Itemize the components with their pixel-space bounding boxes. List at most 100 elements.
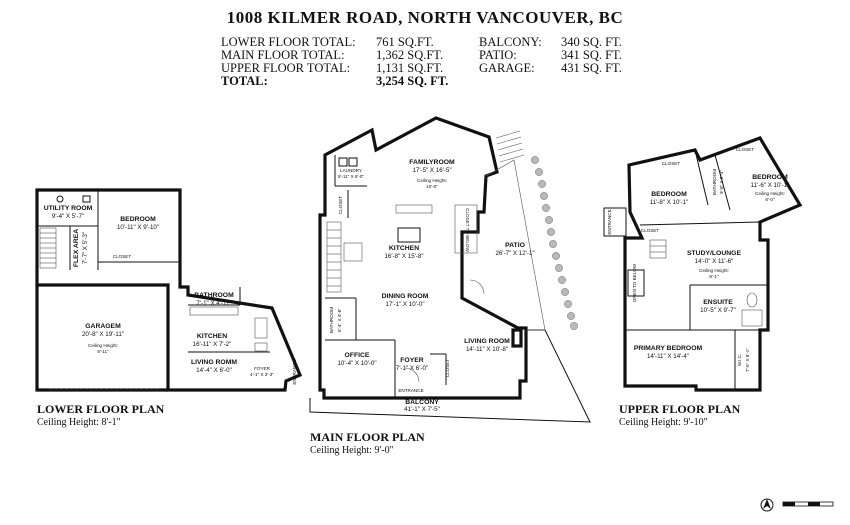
door-swing: [469, 279, 485, 295]
open-to-below-area: [627, 269, 645, 297]
main-closet-label: CLOSET: [338, 196, 343, 215]
totals-label: UPPER FLOOR TOTAL:: [221, 61, 351, 75]
totals-label: BALCONY:: [479, 35, 542, 49]
flex-area-label: FLEX AREA: [73, 229, 80, 267]
living-room-dim: 14'-11" X 10'-8": [466, 346, 508, 353]
kitchen-counter: [395, 204, 433, 214]
main-outer-wall: [318, 116, 528, 400]
garage-wall: [35, 285, 168, 392]
bedroom-dim: 10'-11" X 9'-10": [117, 224, 159, 231]
dining-room-dim: 17'-1" X 10'-0": [385, 301, 424, 308]
primary-bedroom-dim: 14'-11" X 14'-4": [647, 353, 689, 360]
property-title: 1008 KILMER ROAD, NORTH VANCOUVER, BC: [226, 8, 624, 27]
primary-bedroom-label: PRIMARY BEDROOM: [634, 345, 703, 352]
totals-value: 1,362 SQ.FT.: [376, 48, 444, 62]
lower-floor-ceiling: Ceiling Height: 8'-1": [37, 417, 121, 428]
flex-area-dim: 7'-7" X 5'-3": [82, 232, 89, 264]
familyroom-ceiling-value: 10'-0": [426, 184, 438, 189]
partition-wall: [694, 149, 709, 206]
totals-value: 431 SQ. FT.: [561, 61, 622, 75]
upper-floor-plan: CLOSET CLOSET CLOSET BEDROOM 11'-8" X 10…: [603, 136, 803, 428]
balcony-outline: [309, 329, 591, 423]
patio-dim: 26'-7" X 12'-1": [495, 250, 534, 257]
familyroom-dim: 17'-5" X 16'-5": [412, 167, 451, 174]
totals-label: GARAGE:: [479, 61, 535, 75]
upper-bathroom-dim: 9'-8" X 5'-3": [719, 170, 724, 194]
water-heater-icon: [56, 195, 64, 203]
patio-steps: [495, 130, 525, 163]
bedroom-label: BEDROOM: [752, 174, 788, 181]
foyer-dim: 4'-1" X 3'-3": [250, 372, 274, 377]
totals-label: LOWER FLOOR TOTAL:: [221, 35, 356, 49]
bathroom-dim: 7'-1" X 4'-11": [196, 300, 231, 307]
closet-label: CLOSET: [113, 254, 132, 259]
main-bathroom-dim: 5'-4" X 4'-6": [337, 308, 342, 332]
totals-row-upper: UPPER FLOOR TOTAL: 1,131 SQ.FT. GARAGE: …: [221, 62, 651, 75]
wic-label: W.I.C.: [737, 354, 742, 367]
kitchen-label: KITCHEN: [197, 333, 227, 340]
totals-value: 3,254 SQ. FT.: [376, 74, 449, 88]
dryer-icon: [348, 157, 358, 167]
totals-value: 340 SQ. FT.: [561, 35, 622, 49]
office-dim: 10'-4" X 10'-0": [337, 360, 376, 367]
upper-stairs: [649, 239, 667, 259]
kitchen-label: KITCHEN: [389, 245, 419, 252]
garage-dim: 20'-8" X 19'-11": [82, 331, 124, 338]
study-lounge-dim: 14'-0" X 11'-6": [695, 258, 734, 265]
study-ceiling-label: Ceiling Height:: [699, 268, 729, 273]
totals-row-main: MAIN FLOOR TOTAL: 1,362 SQ.FT. PATIO: 34…: [221, 49, 651, 62]
totals-label: TOTAL:: [221, 74, 268, 88]
garage-ceiling-label: Ceiling Height:: [88, 343, 118, 348]
ensuite-label: ENSUITE: [703, 299, 733, 306]
furnace-icon: [82, 195, 91, 203]
upper-entrance-landing: [603, 207, 627, 237]
lower-floor-plan: UTILITY ROOM 9'-4" X 5'-7" BEDROOM 10'-1…: [35, 188, 303, 428]
office-label: OFFICE: [345, 352, 370, 359]
living-room-label: LIVING ROMM: [191, 359, 237, 366]
main-bathroom-label: BATHROOM: [329, 307, 334, 333]
living-room-label: LIVING ROOM: [464, 338, 510, 345]
ensuite-dim: 10'-5" X 9'-7": [700, 307, 736, 314]
main-floor-plan: FAMILYROOM 17'-5" X 16'-5" Ceiling Heigh…: [309, 116, 591, 456]
patio-shrubs: [531, 156, 578, 330]
foyer-dim: 7'-1" X 6'-0": [396, 365, 428, 372]
stove-icon: [254, 342, 268, 352]
closet-label: CLOSET: [662, 161, 681, 166]
patio-outline: [485, 159, 546, 331]
totals-label: MAIN FLOOR TOTAL:: [221, 48, 345, 62]
living-room-dim: 14'-4" X 6'-0": [196, 367, 232, 374]
foyer-closet-label: CLOSET: [445, 359, 450, 378]
area-totals: LOWER FLOOR TOTAL: 761 SQ.FT. BALCONY: 3…: [221, 36, 651, 88]
kitchen-counter: [343, 242, 363, 262]
kitchen-dim: 16'-8" X 15'-8": [384, 253, 423, 260]
laundry-label: LAUNDRY: [340, 168, 362, 173]
open-to-below-label: OPEN TO BELOW: [632, 263, 637, 302]
partition-wall: [714, 154, 731, 211]
main-floor-ceiling: Ceiling Height: 9'-0": [310, 445, 394, 456]
study-lounge-label: STUDY/LOUNGE: [687, 250, 741, 257]
totals-label: PATIO:: [479, 48, 517, 62]
kitchen-dim: 16'-11" X 7'-2": [193, 341, 232, 348]
utility-room-dim: 9'-4" X 5'-7": [52, 213, 84, 220]
balcony-dim: 41'-1" X 7'-5": [404, 406, 440, 413]
upper-floor-title: UPPER FLOOR PLAN: [619, 402, 741, 416]
totals-value: 341 SQ. FT.: [561, 48, 622, 62]
main-floor-title: MAIN FLOOR PLAN: [310, 430, 425, 444]
bedroom-ceiling-value: 8'-0": [765, 197, 775, 202]
garage-label: GARAGEM: [85, 323, 121, 330]
kitchen-counter: [254, 317, 268, 339]
garage-ceiling-value: 8'-11": [97, 349, 109, 354]
study-ceiling-value: 8'-1": [709, 274, 719, 279]
kitchen-pantry: [454, 204, 478, 254]
lower-floor-title: LOWER FLOOR PLAN: [37, 402, 165, 416]
kitchen-island: [397, 227, 421, 243]
totals-value: 761 SQ.FT.: [376, 35, 434, 49]
wic-dim: 7'-5" X 6'-1": [745, 348, 750, 372]
balcony-label: BALCONY: [405, 399, 439, 406]
washer-icon: [338, 157, 348, 167]
kitchen-counter: [189, 306, 239, 316]
upper-floor-ceiling: Ceiling Height: 9'-10": [619, 417, 708, 428]
bedroom-dim: 11'-6" X 10'-1": [751, 182, 790, 189]
totals-row-lower: LOWER FLOOR TOTAL: 761 SQ.FT. BALCONY: 3…: [221, 36, 651, 49]
